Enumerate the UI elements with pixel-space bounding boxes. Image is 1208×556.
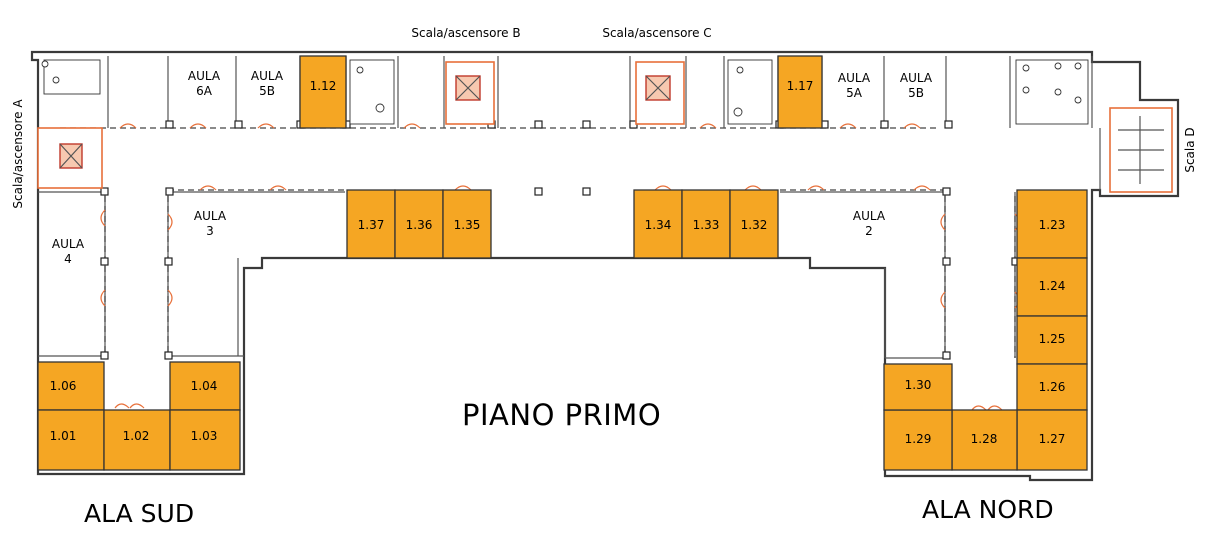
stair-label-c: Scala/ascensore C <box>602 26 711 40</box>
stair-label-a: Scala/ascensore A <box>11 99 25 209</box>
aula-2-line1: AULA <box>853 209 886 223</box>
aula-3-line1: AULA <box>194 209 227 223</box>
label-1-23: 1.23 <box>1039 218 1066 232</box>
room-1-33 <box>681 189 731 259</box>
restrooms <box>41 59 1089 125</box>
room-1-27 <box>1016 409 1088 471</box>
room-1-35 <box>442 189 492 259</box>
label-1-35: 1.35 <box>454 218 481 232</box>
room-1-36 <box>394 189 444 259</box>
room-1-29 <box>883 409 953 471</box>
room-1-34 <box>633 189 683 259</box>
room-1-25 <box>1016 315 1088 365</box>
label-1-25: 1.25 <box>1039 332 1066 346</box>
room-1-04 <box>169 361 241 411</box>
aula-5b-north-line1: AULA <box>900 71 933 85</box>
label-1-27: 1.27 <box>1039 432 1066 446</box>
label-1-24: 1.24 <box>1039 279 1066 293</box>
room-1-12 <box>299 55 347 129</box>
aula-5a-line1: AULA <box>838 71 871 85</box>
label-1-29: 1.29 <box>905 432 932 446</box>
stair-label-b: Scala/ascensore B <box>411 26 520 40</box>
room-1-28 <box>951 409 1018 471</box>
room-1-24 <box>1016 257 1088 317</box>
offices <box>37 55 1088 471</box>
label-1-02: 1.02 <box>123 429 150 443</box>
room-1-30 <box>883 363 953 411</box>
classroom-labels: AULA 6A AULA 5B AULA 5A AULA 5B AULA 3 A… <box>52 69 933 266</box>
label-1-30: 1.30 <box>905 378 932 392</box>
room-1-01 <box>37 409 105 471</box>
aula-6a-line2: 6A <box>196 84 213 98</box>
label-1-28: 1.28 <box>971 432 998 446</box>
pillars <box>100 120 1020 360</box>
stair-labels: Scala/ascensore B Scala/ascensore C Scal… <box>11 26 1197 209</box>
floor-title: PIANO PRIMO <box>462 398 662 432</box>
label-1-03: 1.03 <box>191 429 218 443</box>
room-1-26 <box>1016 363 1088 411</box>
aula-2-line2: 2 <box>865 224 873 238</box>
room-1-03 <box>169 409 241 471</box>
aula-5a-line2: 5A <box>846 86 863 100</box>
label-1-34: 1.34 <box>645 218 672 232</box>
stair-label-d: Scala D <box>1183 127 1197 172</box>
stair-core-d <box>1109 107 1173 193</box>
room-1-17 <box>777 55 823 129</box>
aula-3-line2: 3 <box>206 224 214 238</box>
label-1-36: 1.36 <box>406 218 433 232</box>
label-1-32: 1.32 <box>741 218 768 232</box>
aula-6a-line1: AULA <box>188 69 221 83</box>
label-1-01: 1.01 <box>50 429 77 443</box>
aula-5b-south-line2: 5B <box>259 84 275 98</box>
label-1-17: 1.17 <box>787 79 814 93</box>
label-1-37: 1.37 <box>358 218 385 232</box>
label-1-06: 1.06 <box>50 379 77 393</box>
wing-label-north: ALA NORD <box>922 495 1054 524</box>
aula-4-line1: AULA <box>52 237 85 251</box>
aula-5b-north-line2: 5B <box>908 86 924 100</box>
stair-core-b <box>445 61 495 125</box>
aula-5b-south-line1: AULA <box>251 69 284 83</box>
aula-4-line2: 4 <box>64 252 72 266</box>
label-1-26: 1.26 <box>1039 380 1066 394</box>
room-1-06 <box>37 361 105 411</box>
wing-label-south: ALA SUD <box>84 499 195 528</box>
stair-core-a <box>37 127 103 189</box>
room-1-37 <box>346 189 396 259</box>
office-labels: 1.12 1.17 1.37 1.36 1.35 1.34 1.33 1.32 … <box>50 79 1066 446</box>
label-1-33: 1.33 <box>693 218 720 232</box>
label-1-04: 1.04 <box>191 379 218 393</box>
stair-core-c <box>635 61 685 125</box>
room-1-32 <box>729 189 779 259</box>
label-1-12: 1.12 <box>310 79 337 93</box>
room-1-02 <box>103 409 171 471</box>
